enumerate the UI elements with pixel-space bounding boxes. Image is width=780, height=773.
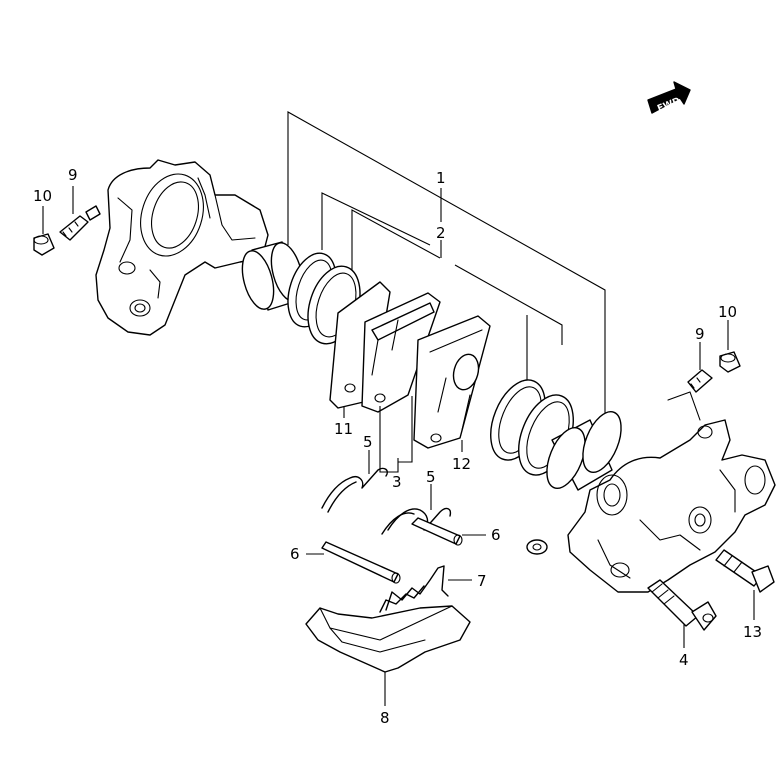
piston-right xyxy=(546,411,622,491)
bleeder-screw-left xyxy=(59,205,101,241)
callout-2: 2 xyxy=(436,224,446,242)
callout-6-right: 6 xyxy=(491,526,501,544)
caliper-half-left xyxy=(95,159,269,336)
callout-12: 12 xyxy=(452,455,471,473)
callout-5-lower: 5 xyxy=(426,468,436,486)
callout-3: 3 xyxy=(392,473,402,491)
caliper-half-right xyxy=(567,391,776,593)
callout-11: 11 xyxy=(334,420,353,438)
callout-5-upper: 5 xyxy=(363,433,373,451)
bleeder-screw-right xyxy=(687,369,713,393)
callout-9-left: 9 xyxy=(68,166,78,184)
fwd-arrow-icon: FWD xyxy=(647,81,691,114)
mounting-bolt-4 xyxy=(647,579,717,631)
assembly-bracket-lines xyxy=(287,111,606,420)
caliper-cover-8 xyxy=(305,605,471,673)
callout-13: 13 xyxy=(743,623,762,641)
callout-labels: 1 2 3 4 5 5 6 6 7 8 9 9 10 10 11 12 13 xyxy=(33,166,762,727)
callout-8: 8 xyxy=(380,709,390,727)
callout-10-left: 10 xyxy=(33,187,52,205)
callout-10-right: 10 xyxy=(718,303,737,321)
pad-pin-upper xyxy=(411,517,463,546)
pad-pin-lower xyxy=(321,541,401,584)
bleeder-cap-right xyxy=(719,351,741,373)
pad-spring-clip-lower xyxy=(381,507,452,535)
brake-pad-12 xyxy=(413,315,491,449)
callout-leaders xyxy=(42,186,755,706)
pad-spring-clip-upper xyxy=(321,467,388,513)
washer xyxy=(526,539,548,555)
pad-spring-7 xyxy=(379,565,449,613)
brake-pad-3 xyxy=(361,292,441,413)
mounting-bolt-13 xyxy=(715,549,775,593)
callout-6-left: 6 xyxy=(290,545,300,563)
callout-7: 7 xyxy=(477,572,487,590)
callout-4: 4 xyxy=(679,651,689,669)
callout-1: 1 xyxy=(436,169,446,187)
bleeder-cap-left xyxy=(33,233,55,256)
callout-9-right: 9 xyxy=(695,325,705,343)
